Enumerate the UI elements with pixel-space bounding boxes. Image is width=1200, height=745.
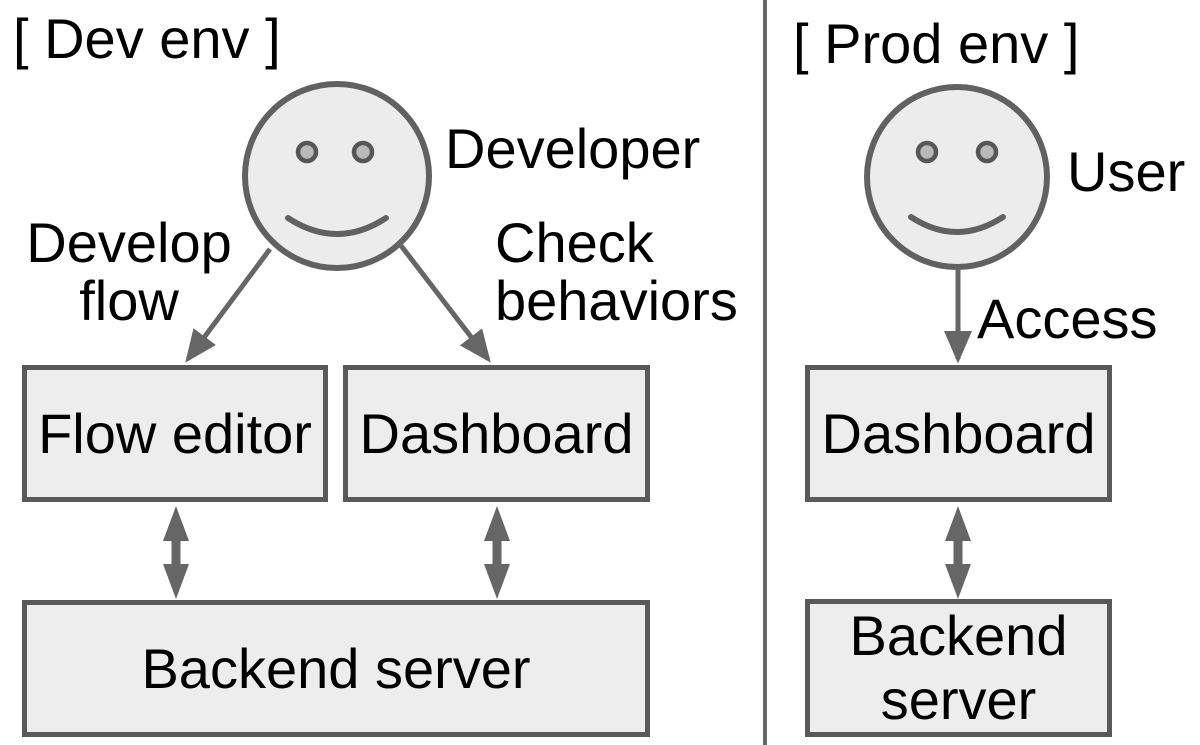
flow-editor-backend-arrow: [163, 506, 189, 599]
flow-editor-node: Flow editor: [22, 365, 328, 502]
develop-flow-arrow: [185, 247, 273, 363]
developer-label: Developer: [445, 117, 701, 180]
dashboard-label-dev: Dashboard: [359, 401, 634, 465]
developer-right-eye: [351, 140, 375, 164]
dashboard-node-dev: Dashboard: [343, 365, 650, 502]
developer-left-eye: [295, 140, 319, 164]
developer-smile: [285, 215, 389, 237]
dashboard-node-prod: Dashboard: [805, 365, 1112, 502]
user-left-eye: [915, 140, 939, 164]
backend-server-label-prod: Backend server: [849, 604, 1068, 731]
dashboard-backend-arrow-prod: [945, 506, 971, 599]
user-label: User: [1067, 140, 1186, 203]
access-label: Access: [977, 287, 1158, 350]
dashboard-label-prod: Dashboard: [821, 401, 1096, 465]
develop-flow-label: Develop flow: [26, 211, 232, 332]
dev-env-title: [ Dev env ]: [13, 7, 281, 70]
backend-server-label-dev: Backend server: [141, 636, 531, 700]
check-behaviors-label: Check behaviors: [495, 211, 738, 332]
backend-server-node-prod: Backend server: [805, 599, 1112, 737]
flow-editor-label: Flow editor: [38, 401, 312, 465]
env-divider: [763, 0, 767, 745]
user-face-icon: [864, 84, 1050, 270]
dashboard-backend-arrow-dev: [484, 506, 510, 599]
check-behaviors-arrow: [397, 241, 491, 363]
user-smile: [908, 214, 1006, 235]
user-right-eye: [975, 140, 999, 164]
backend-server-node-dev: Backend server: [22, 600, 650, 737]
prod-env-title: [ Prod env ]: [793, 12, 1080, 75]
developer-face-icon: [242, 81, 432, 271]
